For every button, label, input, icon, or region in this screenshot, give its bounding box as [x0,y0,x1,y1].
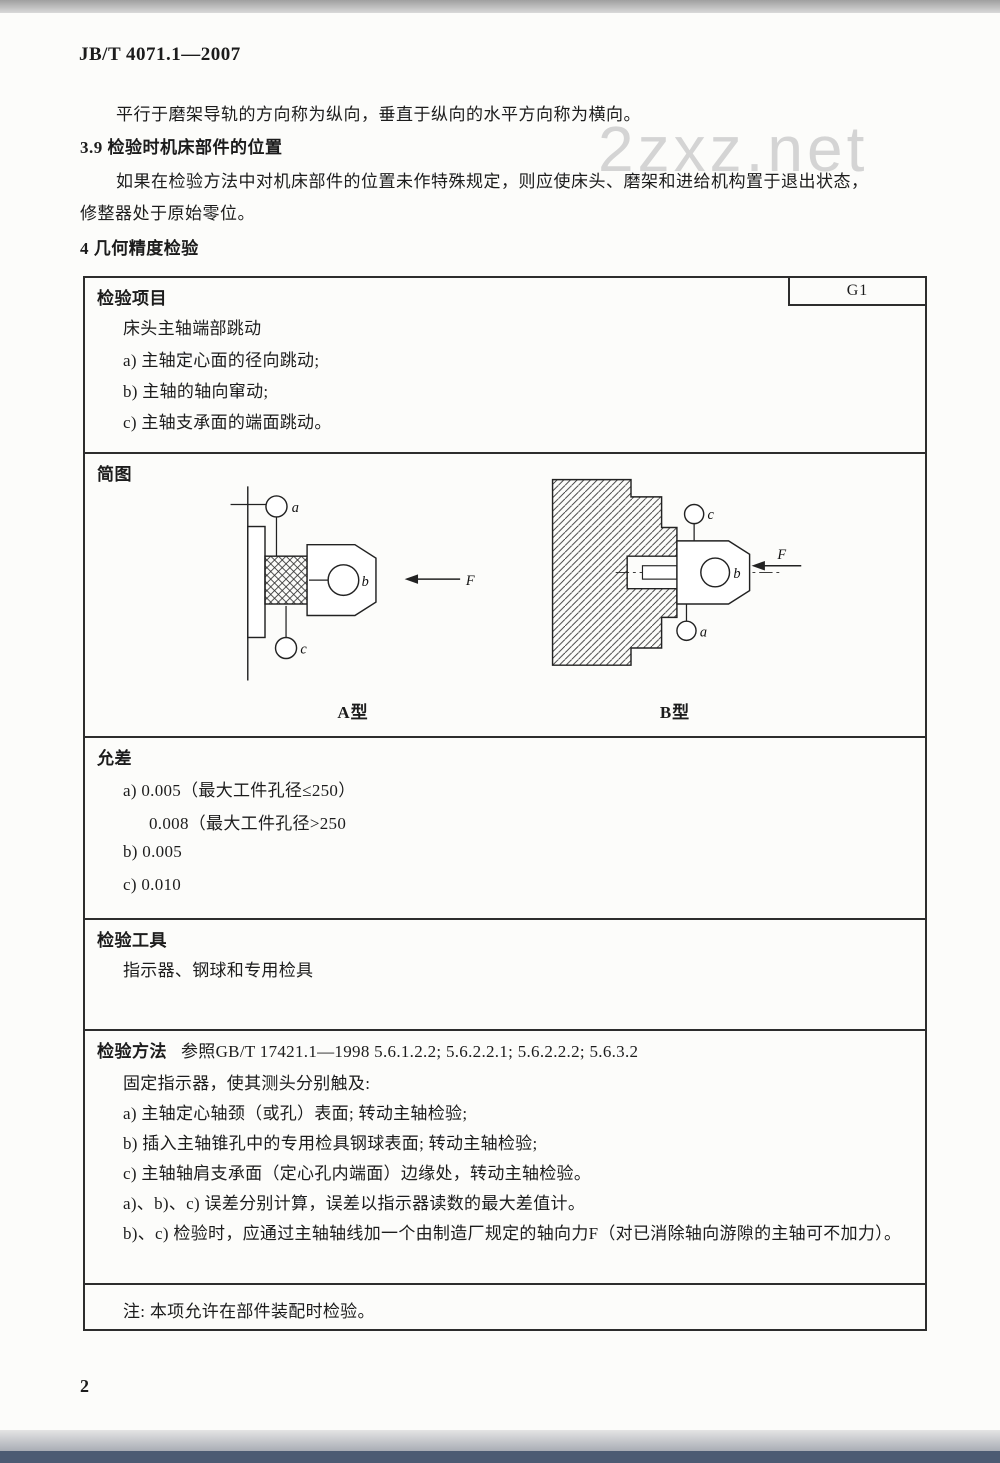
tolerance-line: b) 0.005 [123,842,183,861]
force-arrow-head [404,574,419,584]
section-3-9-line-1: 如果在检验方法中对机床部件的位置未作特殊规定，则应使床头、磨架和进给机构置于退出… [116,172,869,191]
row-tolerance: 允差 a) 0.005（最大工件孔径≤250） 0.008（最大工件孔径>250… [85,736,925,918]
method-line: b) 插入主轴锥孔中的专用检具钢球表面; 转动主轴检验; [123,1134,538,1153]
diagram-type-a: a b c F [230,486,475,681]
mark-force: F [465,573,475,589]
item-line: a) 主轴定心面的径向跳动; [123,351,320,370]
item-line: c) 主轴支承面的端面跳动。 [123,413,332,432]
item-line: b) 主轴的轴向窜动; [123,382,269,401]
tools-line: 指示器、钢球和专用检具 [123,961,314,980]
indicator-a-icon [676,620,697,642]
row-tools: 检验工具 指示器、钢球和专用检具 [85,918,925,1029]
item-code: G1 [846,282,869,299]
scan-edge-top [0,0,1000,13]
scan-edge-bottom [0,1430,1000,1451]
mark-force: F [776,547,786,563]
spindle-shaft-hatched [264,555,308,605]
row-diagram: 简图 a b c [85,452,925,736]
method-line: b)、c) 检验时，应通过主轴轴线加一个由制造厂规定的轴向力F（对已消除轴向游隙… [123,1224,902,1243]
row-label-diagram: 简图 [97,465,132,484]
indicator-b-icon [700,557,731,588]
housing-hatched [551,478,678,666]
indicator-b-icon [327,564,360,597]
note-text: 注: 本项允许在部件装配时检验。 [123,1302,375,1321]
watermark: 2zxz.net [598,113,869,185]
mark-b: b [733,566,740,582]
row-method: 检验方法参照GB/T 17421.1—1998 5.6.1.2.2; 5.6.2… [85,1029,925,1283]
indicator-c-icon [274,636,298,660]
scan-edge-bottom-dark [0,1451,1000,1463]
item-code-cell: G1 [788,278,925,306]
tolerance-line: a) 0.005（最大工件孔径≤250） [123,781,356,800]
mark-a: a [700,625,707,641]
section-3-9-line-2: 修整器处于原始零位。 [80,204,255,223]
row-label-item: 检验项目 [97,289,167,308]
mark-a: a [292,500,299,516]
item-line: 床头主轴端部跳动 [123,319,262,338]
standard-number: JB/T 4071.1—2007 [79,44,241,65]
method-reference-line: 检验方法参照GB/T 17421.1—1998 5.6.1.2.2; 5.6.2… [97,1037,638,1062]
force-arrow-head [751,560,765,571]
mark-c: c [708,507,715,523]
intro-paragraph: 平行于磨架导轨的方向称为纵向，垂直于纵向的水平方向称为横向。 [116,105,641,124]
fixture-probe [641,565,678,580]
row-label-tools: 检验工具 [97,931,167,950]
method-line: a) 主轴定心轴颈（或孔）表面; 转动主轴检验; [123,1104,468,1123]
tolerance-line: c) 0.010 [123,875,182,894]
method-reference: 参照GB/T 17421.1—1998 5.6.1.2.2; 5.6.2.2.1… [181,1042,639,1061]
inspection-table: 检验项目 G1 床头主轴端部跳动 a) 主轴定心面的径向跳动; b) 主轴的轴向… [83,276,927,1331]
tolerance-line: 0.008（最大工件孔径>250 [149,814,347,833]
mark-b: b [362,574,369,590]
page-number: 2 [80,1376,89,1396]
indicator-c-icon [683,503,705,525]
diagram-type-b: b c a F [551,478,802,666]
indicator-a-icon [265,495,288,518]
section-4-heading: 4 几何精度检验 [80,239,199,258]
row-note: 注: 本项允许在部件装配时检验。 [85,1283,925,1329]
method-line: 固定指示器，使其测头分别触及: [123,1074,371,1093]
mark-c: c [300,642,307,658]
caption-type-a: A型 [337,703,369,722]
caption-type-b: B型 [659,703,691,722]
row-label-tolerance: 允差 [97,749,132,768]
method-line: a)、b)、c) 误差分别计算，误差以指示器读数的最大差值计。 [123,1194,586,1213]
row-label-method: 检验方法 [97,1042,167,1061]
method-line: c) 主轴轴肩支承面（定心孔内端面）边缘处，转动主轴检验。 [123,1164,592,1183]
faceplate [247,525,266,639]
row-inspection-item: 检验项目 G1 床头主轴端部跳动 a) 主轴定心面的径向跳动; b) 主轴的轴向… [85,278,925,452]
section-3-9-heading: 3.9 检验时机床部件的位置 [80,138,283,157]
